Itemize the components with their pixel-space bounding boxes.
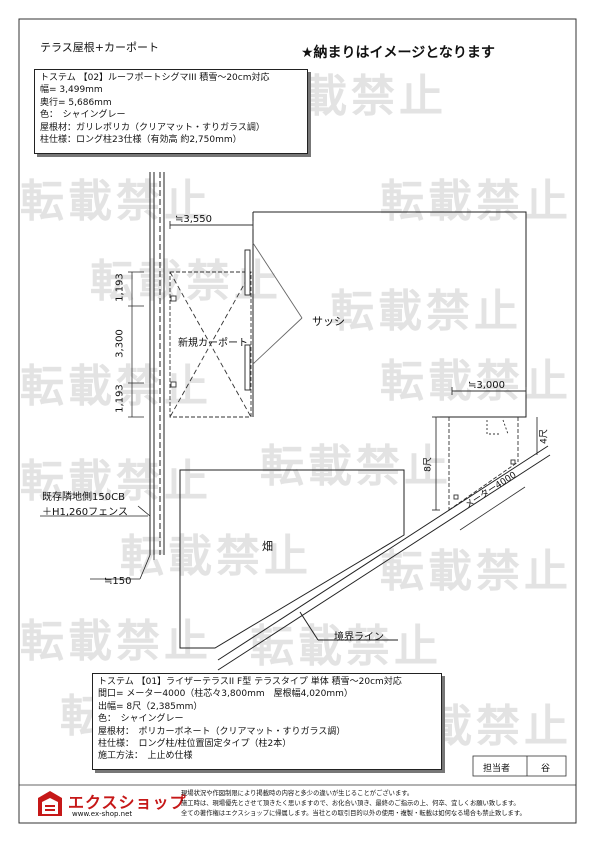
image-notice: ★納まりはイメージとなります	[301, 45, 495, 61]
watermark-text: 転載禁止	[380, 546, 572, 597]
terrace-spec-box: トステム 【01】ライザーテラスII F型 テラスタイプ 単体 積雪～20cm対…	[92, 673, 442, 770]
field-plot	[179, 469, 405, 649]
footnote-line: 現場状況や作図制限により掲載時の内容と多少の違いが生じることがございます。	[181, 790, 414, 797]
terrace-spec-line: 色： シャイングレー	[98, 714, 184, 725]
carport-spec-line: 奥行= 5,686mm	[40, 97, 112, 108]
neighbor-fence	[149, 172, 165, 555]
watermark-text: 転載禁止	[20, 456, 212, 507]
fence-label-line2: ＋H1,260フェンス	[42, 507, 128, 518]
carport-dimension-lines	[128, 271, 144, 418]
terrace-spec-line: 間口= メーター4000（柱芯々3,800mm 屋根幅4,020mm）	[98, 689, 353, 700]
dim-top-label: 1,193	[114, 273, 126, 302]
fence-offset-label: ≒150	[104, 576, 132, 587]
depth-4-label: 4尺	[539, 429, 550, 444]
page-title: テラス屋根+カーポート	[40, 41, 159, 54]
watermark-text: 転載禁止	[380, 356, 572, 407]
watermark-text: 転載禁止	[330, 286, 522, 337]
terrace-roof	[432, 387, 538, 511]
watermark-text: 転載禁止	[380, 176, 572, 227]
carport-spec-line: 色： シャイングレー	[40, 110, 126, 121]
terrace-width-label: ≒3,000	[468, 380, 506, 391]
terrace-spec-line: 施工方法： 上止め仕様	[98, 751, 193, 762]
boundary-line	[217, 445, 551, 671]
carport-width-label: ≒3,550	[175, 214, 213, 225]
fence-leader	[40, 505, 155, 580]
depth-8-label: 8尺	[423, 457, 434, 472]
terrace-spec-line: 出幅= 8尺（2,385mm）	[98, 701, 203, 712]
dim-mid-label: 3,300	[114, 329, 126, 358]
meter-dimension	[459, 486, 526, 531]
sash-label: サッシ	[312, 315, 345, 328]
company-logo: エクスショップ www.ex-shop.net	[36, 788, 186, 824]
page-frame	[18, 18, 577, 824]
sash-windows	[244, 242, 303, 391]
footnote-line: 全ての著作権はエクスショップに帰属します。当社との取引目的以外の使用・複製・転載…	[181, 810, 526, 817]
house-outline	[252, 211, 527, 418]
carport-spec-line: トステム 【02】ルーフポートシグマIII 積雪～20cm対応	[40, 73, 270, 83]
field-label: 畑	[262, 540, 273, 553]
carport-spec-line: 屋根材：ガリレポリカ（クリアマット・すりガラス調）	[40, 122, 265, 133]
footnote-line: 施工時は、現場優先とさせて頂きたく思いますので、お化合い頂き、最終のご指示の上、…	[181, 800, 520, 807]
watermark-text: 転載禁止	[20, 361, 212, 412]
carport-spec-line: 幅= 3,499mm	[40, 85, 103, 96]
company-logo-icon	[38, 791, 62, 816]
staff-name: 谷	[541, 764, 551, 774]
terrace-spec-line: 柱仕様： ロング柱/柱位置固定タイプ（柱2本）	[98, 739, 292, 750]
carport-spec-line: 柱仕様：ロング柱23仕様（有効高 約2,750mm）	[40, 135, 242, 146]
watermark-text: 転載禁止	[260, 441, 452, 492]
company-url: www.ex-shop.net	[72, 810, 133, 818]
terrace-spec-line: 屋根材： ポリカーボネート（クリアマット・すりガラス調）	[98, 726, 346, 737]
staff-table	[472, 755, 567, 777]
carport-spec-box: トステム 【02】ルーフポートシグマIII 積雪～20cm対応 幅= 3,499…	[34, 69, 308, 154]
staff-label: 担当者	[483, 764, 511, 774]
boundary-label: 境界ライン	[334, 632, 384, 643]
terrace-spec-line: トステム 【01】ライザーテラスII F型 テラスタイプ 単体 積雪～20cm対…	[98, 677, 402, 687]
carport-roof	[169, 221, 254, 418]
fence-label-line1: 既存隣地側150CB	[42, 492, 125, 503]
dim-bottom-label: 1,193	[114, 384, 126, 413]
new-carport-label: 新規カーポート	[178, 338, 248, 349]
footnote: 現場状況や作図制限により掲載時の内容と多少の違いが生じることがございます。 施工…	[181, 789, 565, 819]
company-name: エクスショップ	[68, 793, 187, 812]
watermark-text: 転載禁止	[20, 616, 212, 667]
watermark-text: 転載禁止	[120, 531, 312, 582]
watermark-text: 転載禁止	[20, 176, 212, 227]
